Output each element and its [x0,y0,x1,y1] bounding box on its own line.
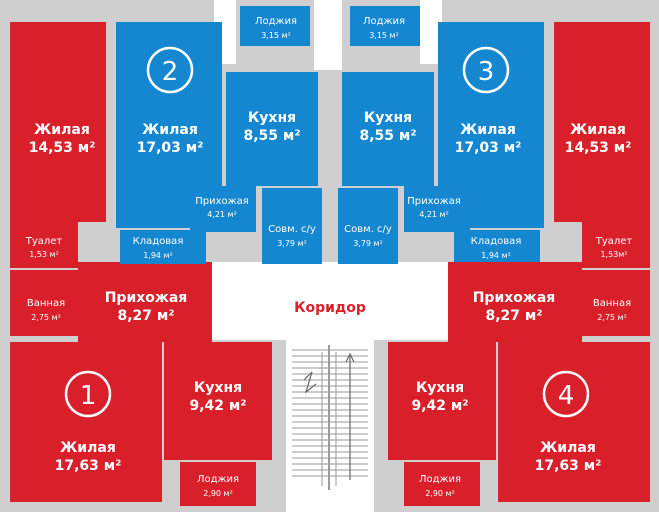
apt3-wc-name: Совм. с/у [344,224,392,235]
apt1-hall [78,262,212,342]
apt3-kitchen-area: 8,55 м² [360,128,417,144]
apt2-storage-name: Кладовая [133,236,184,247]
apt4-living-area: 17,63 м² [535,458,602,474]
apt3-number: 3 [478,57,495,87]
apt3-living-area: 17,03 м² [455,140,522,156]
apt3-kitchen-name: Кухня [364,110,412,126]
apt2-loggia-name: Лоджия [255,16,297,27]
apt2-kitchen-area: 8,55 м² [244,128,301,144]
apt4-hall [448,262,582,342]
apt2-living-area: 17,03 м² [137,140,204,156]
apt1-hall-name: Прихожая [105,290,188,306]
apt3-wc-area: 3,79 м² [353,239,383,248]
stair-arrows [303,352,355,480]
apt1-loggia [180,462,256,506]
apt4-number: 4 [558,381,575,411]
apt4-kitchen-area: 9,42 м² [412,398,469,414]
apt2-hallway-area: 4,21 м² [207,210,237,219]
apt1-toilet [10,222,78,268]
apartment-2 [116,6,322,264]
apt4-bath-area: 2,75 м² [597,313,627,322]
apt3-wc [338,188,398,264]
apt3-loggia-area: 3,15 м² [369,31,399,40]
apt2-loggia [240,6,310,46]
apt4-hall-name: Прихожая [473,290,556,306]
apt4-toilet [582,222,650,268]
apt3-hallway-name: Прихожая [407,196,461,207]
staircase [292,345,368,490]
apt2-wc-area: 3,79 м² [277,239,307,248]
apt2-loggia-area: 3,15 м² [261,31,291,40]
apt4-number-circle [542,370,590,418]
apt4-bath-name: Ванная [593,298,631,309]
apt1-bath-name: Ванная [27,298,65,309]
apt1-hall-area: 8,27 м² [118,308,175,324]
apt4-loggia-name: Лоджия [419,474,461,485]
apt2-living-name: Жилая [142,122,198,138]
apt4-living-small [554,22,650,222]
apt3-number-circle [462,46,510,94]
apt1-kitchen [164,342,272,460]
apt1-bath [10,270,78,336]
corridor-label: Коридор [294,300,366,316]
apt1-kitchen-name: Кухня [194,380,242,396]
apt4-loggia-area: 2,90 м² [425,489,455,498]
apt2-kitchen [226,72,318,186]
apartment-3 [338,6,544,264]
apt2-hallway-name: Прихожая [195,196,249,207]
apt3-kitchen [342,72,434,186]
apt1-number-circle [64,370,112,418]
apt1-living-name: Жилая [60,440,116,456]
apt4-toilet-area: 1,53м² [600,250,627,259]
apartment-4 [388,22,650,506]
apt3-storage-area: 1,94 м² [481,251,511,260]
apt3-storage [454,230,540,264]
apt3-loggia-name: Лоджия [363,16,405,27]
apt1-number: 1 [80,381,97,411]
apt1-living-small [10,22,106,222]
apt4-living-name: Жилая [540,440,596,456]
apt4-hall-area: 8,27 м² [486,308,543,324]
apt2-wc [262,188,322,264]
apt3-storage-name: Кладовая [471,236,522,247]
apt2-storage [120,230,206,264]
apt2-storage-area: 1,94 м² [143,251,173,260]
apt4-kitchen-name: Кухня [416,380,464,396]
apt1-toilet-area: 1,53 м² [29,250,59,259]
apt3-living-name: Жилая [460,122,516,138]
apt1-living [10,342,162,502]
apt1-second-living-area: 14,53 м² [29,140,96,156]
apartment-1 [10,22,272,506]
apt1-loggia-area: 2,90 м² [203,489,233,498]
apt4-bath [582,270,650,336]
apt1-bath-area: 2,75 м² [31,313,61,322]
apt4-second-living-area: 14,53 м² [565,140,632,156]
apt4-loggia [404,462,480,506]
apt4-living [498,342,650,502]
apt4-second-living-name: Жилая [570,122,626,138]
apt2-kitchen-name: Кухня [248,110,296,126]
apt2-number-circle [146,46,194,94]
apt3-loggia [350,6,420,46]
apt1-toilet-name: Туалет [25,236,63,247]
corridor-area [212,0,448,512]
apt1-kitchen-area: 9,42 м² [190,398,247,414]
apt2-wc-name: Совм. с/у [268,224,316,235]
apt4-toilet-name: Туалет [595,236,633,247]
apt1-loggia-name: Лоджия [197,474,239,485]
apartment-number-markers [64,46,590,418]
apt1-second-living-name: Жилая [34,122,90,138]
apt2-hallway [190,186,256,232]
apt3-hallway [404,186,470,232]
apt4-kitchen [388,342,496,460]
apt1-living-area: 17,63 м² [55,458,122,474]
apt2-number: 2 [162,57,179,87]
apt3-hallway-area: 4,21 м² [419,210,449,219]
